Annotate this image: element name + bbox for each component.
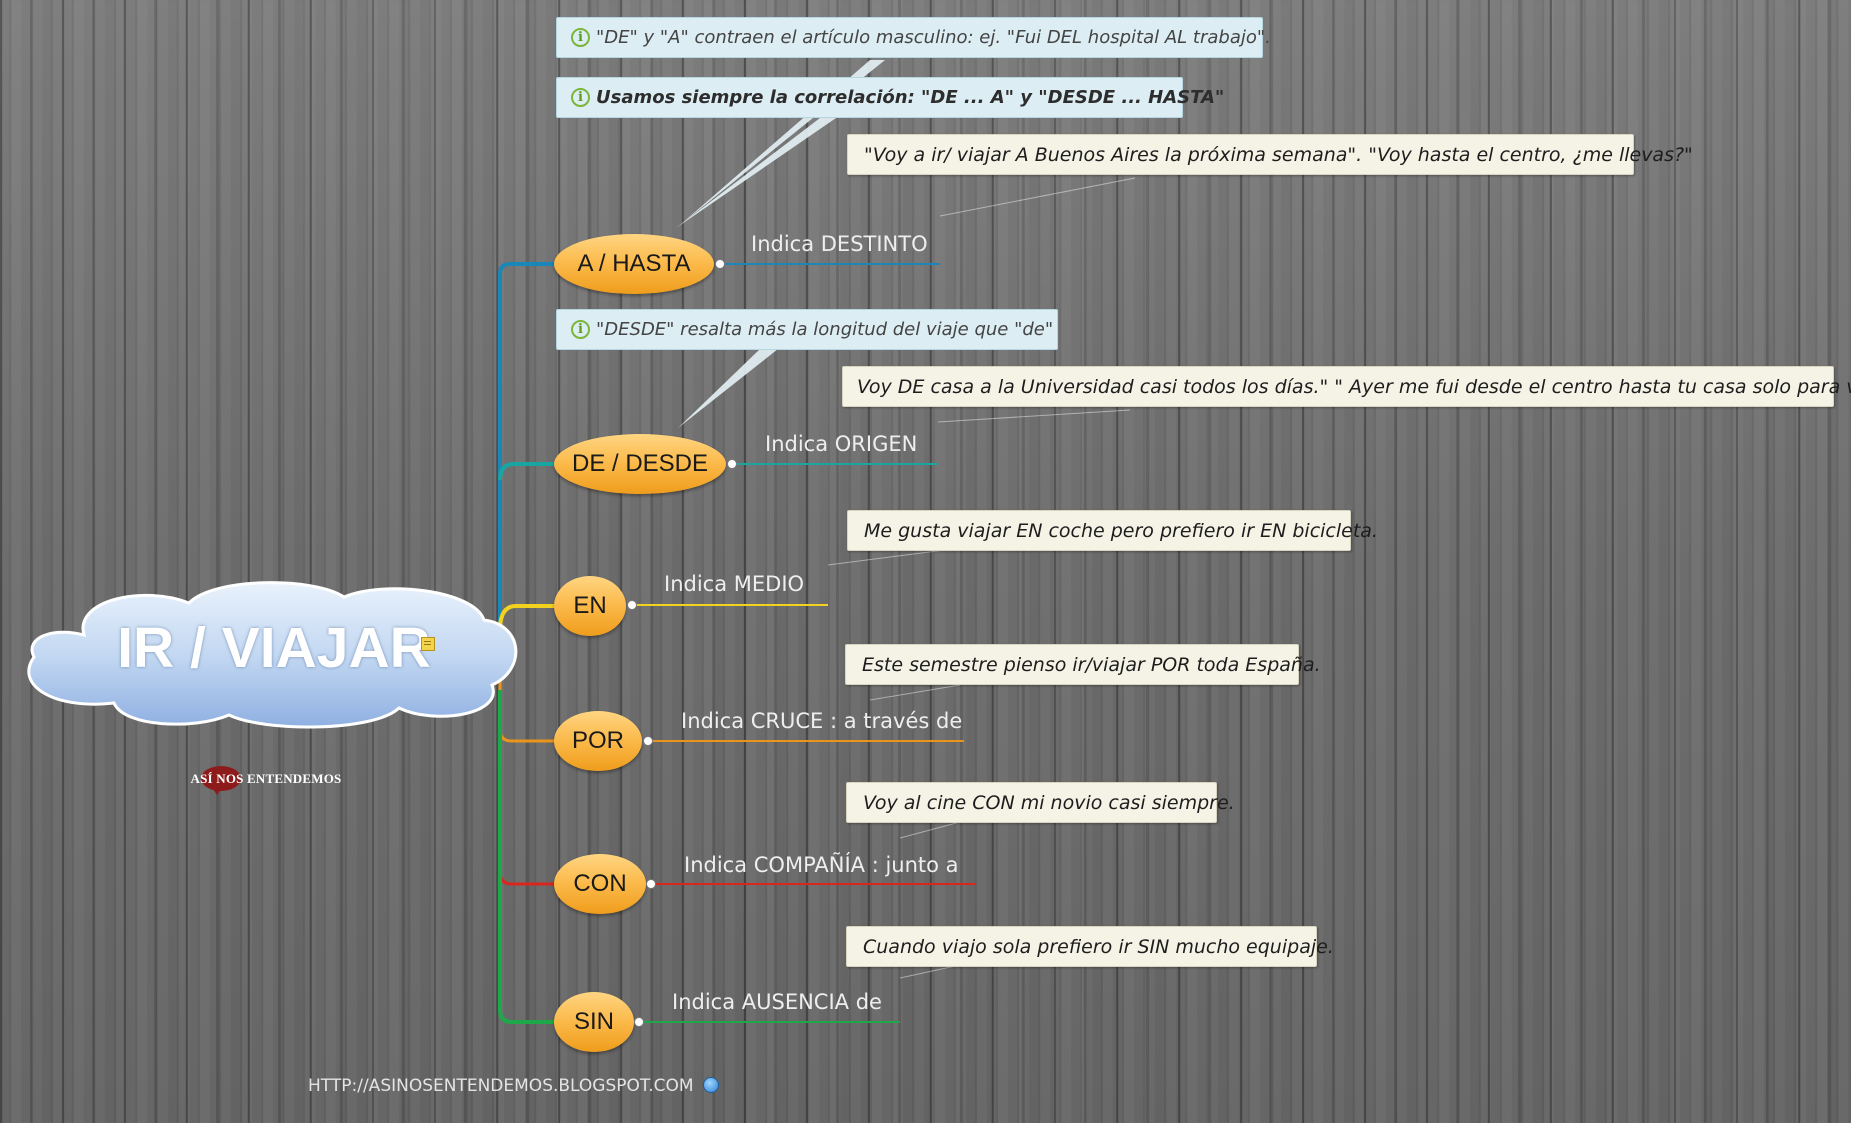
collapse-knob-a-hasta[interactable] [715, 259, 725, 269]
leader-sin [899, 964, 961, 979]
branch-en[interactable]: EN [554, 576, 626, 636]
logo-speech-bubble-icon [201, 766, 241, 795]
collapse-knob-en[interactable] [627, 600, 637, 610]
leader-de-desde [937, 409, 1131, 423]
globe-icon[interactable] [703, 1077, 719, 1093]
collapse-knob-por[interactable] [643, 736, 653, 746]
branch-con[interactable]: CON [554, 854, 646, 914]
logo: ASÍ NOS ENTENDEMOS [168, 762, 364, 798]
info-note-desde[interactable]: i "DESDE" resalta más la longitud del vi… [556, 309, 1058, 350]
collapse-knob-con[interactable] [646, 879, 656, 889]
info-note-contraction[interactable]: i "DE" y "A" contraen el artículo mascul… [556, 17, 1271, 58]
branch-sin[interactable]: SIN [554, 992, 634, 1052]
central-title: IR / VIAJAR [117, 616, 431, 680]
info-note-correlation[interactable]: i Usamos siempre la correlación: "DE ...… [556, 77, 1224, 118]
collapse-knob-de-desde[interactable] [727, 459, 737, 469]
info-icon: i [571, 88, 590, 107]
description-con[interactable]: Indica COMPAÑÍA : junto a [684, 853, 959, 877]
info-note-text: "DE" y "A" contraen el artículo masculin… [596, 27, 1271, 48]
trunk-de-desde [498, 462, 556, 481]
trunk-con [498, 740, 556, 886]
leader-por [869, 684, 961, 701]
example-de-desde[interactable]: Voy DE casa a la Universidad casi todos … [842, 366, 1851, 407]
leader-en [827, 549, 946, 566]
branch-de-desde[interactable]: DE / DESDE [554, 434, 726, 494]
example-sin[interactable]: Cuando viajo sola prefiero ir SIN mucho … [846, 926, 1334, 967]
example-con[interactable]: Voy al cine CON mi novio casi siempre. [846, 782, 1235, 823]
info-icon: i [571, 320, 590, 339]
trunk-sin [498, 690, 556, 1024]
info-pointer-2 [676, 118, 836, 228]
description-sin[interactable]: Indica AUSENCIA de [672, 990, 882, 1014]
branch-por[interactable]: POR [554, 711, 642, 771]
description-a-hasta[interactable]: Indica DESTINTO [751, 232, 928, 256]
description-por[interactable]: Indica CRUCE : a través de [681, 709, 963, 733]
logo-text: ASÍ NOS ENTENDEMOS [190, 771, 342, 786]
info-note-text: "DESDE" resalta más la longitud del viaj… [596, 319, 1054, 340]
description-de-desde[interactable]: Indica ORIGEN [765, 432, 918, 456]
collapse-knob-sin[interactable] [634, 1017, 644, 1027]
example-a-hasta[interactable]: "Voy a ir/ viajar A Buenos Aires la próx… [847, 134, 1693, 175]
note-icon[interactable] [421, 637, 435, 651]
info-note-text: Usamos siempre la correlación: "DE ... A… [596, 87, 1225, 108]
cloud-shape [27, 581, 518, 729]
trunk-a-hasta [488, 262, 556, 642]
description-en[interactable]: Indica MEDIO [664, 572, 805, 596]
example-en[interactable]: Me gusta viajar EN coche pero prefiero i… [847, 510, 1378, 551]
central-topic[interactable]: IR / VIAJAR [14, 575, 524, 730]
footer-url[interactable]: HTTP://ASINOSENTENDEMOS.BLOGSPOT.COM [308, 1076, 694, 1096]
info-icon: i [571, 28, 590, 47]
leader-a-hasta [939, 177, 1136, 217]
branch-a-hasta[interactable]: A / HASTA [554, 234, 714, 294]
info-pointer-3 [678, 349, 778, 428]
leader-con [899, 821, 961, 839]
example-por[interactable]: Este semestre pienso ir/viajar POR toda … [845, 644, 1321, 685]
